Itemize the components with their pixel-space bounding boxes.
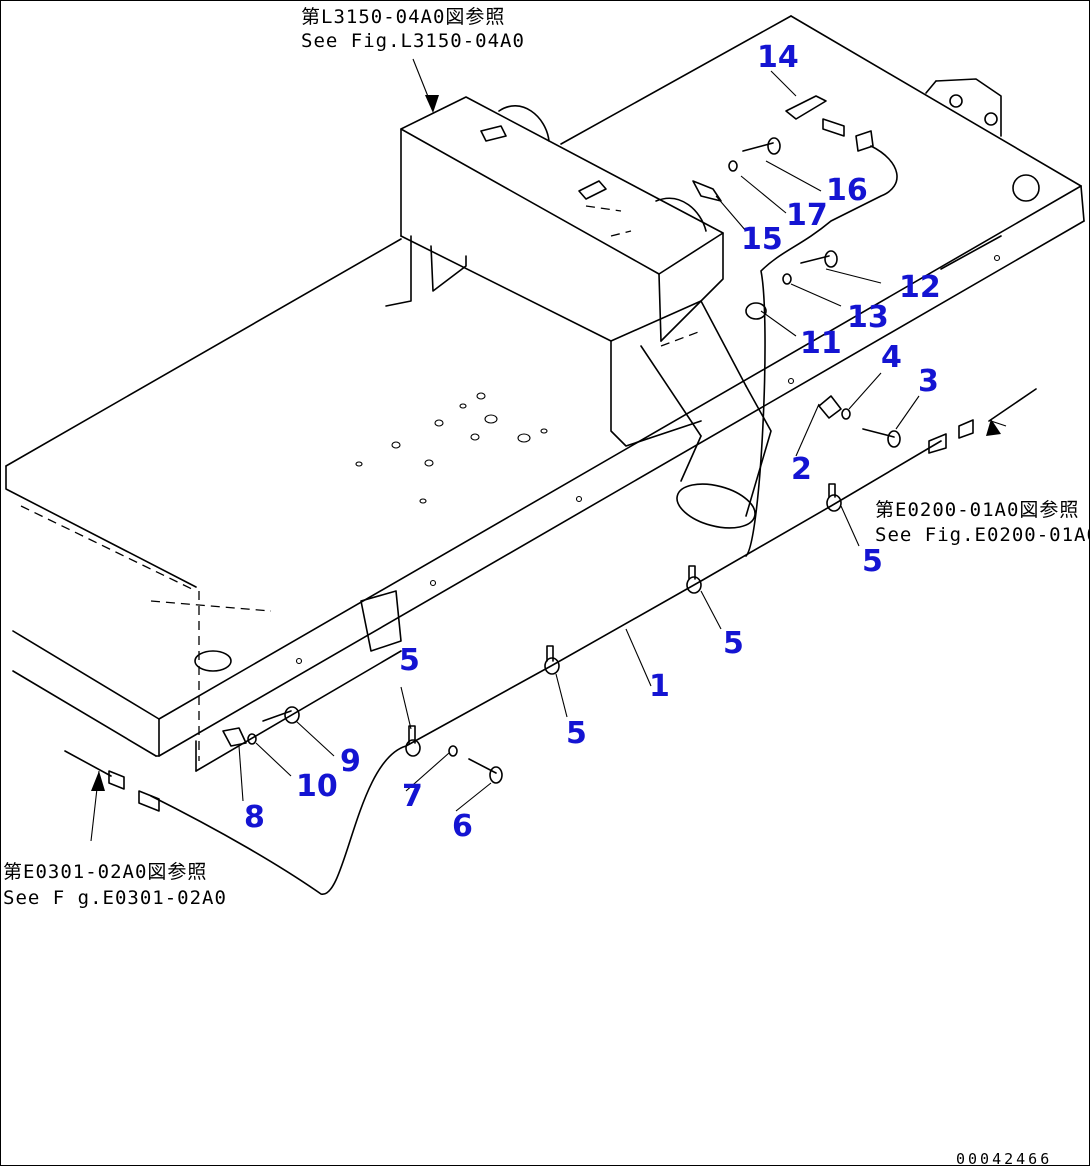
callout-9: 9 [340, 744, 361, 779]
callout-1: 1 [649, 669, 670, 704]
callout-10: 10 [296, 769, 338, 804]
drawing-code: 00042466 [956, 1150, 1052, 1167]
ref-l3150-jp: 第L3150-04A0図参照 [301, 6, 505, 28]
callout-13: 13 [847, 300, 889, 335]
deck-holes [355, 392, 548, 504]
ref-e0301-en: See F g.E0301-02A0 [3, 887, 227, 909]
callout-5d: 5 [399, 643, 420, 678]
callout-5a: 5 [862, 544, 883, 579]
callout-15: 15 [741, 222, 783, 257]
fasteners [222, 95, 901, 784]
callout-17: 17 [786, 198, 828, 233]
callout-16: 16 [826, 173, 868, 208]
leader-lines [90, 58, 1007, 842]
callout-3: 3 [918, 364, 939, 399]
callout-6: 6 [452, 809, 473, 844]
ref-e0200-en: See Fig.E0200-01A0 [875, 524, 1090, 546]
callout-12: 12 [899, 270, 941, 305]
callout-8: 8 [244, 800, 265, 835]
ref-l3150-en: See Fig.L3150-04A0 [301, 30, 525, 52]
ref-e0200-jp: 第E0200-01A0図参照 [875, 499, 1079, 521]
callout-numbers: 1 2 3 4 5 5 5 5 6 7 8 9 10 11 12 13 14 1… [244, 40, 941, 844]
callout-14: 14 [757, 40, 799, 75]
intake-box [385, 96, 772, 529]
ref-e0301-jp: 第E0301-02A0図参照 [3, 861, 207, 883]
callout-5c: 5 [566, 716, 587, 751]
callout-2: 2 [791, 452, 812, 487]
wiring-harness [64, 118, 1037, 895]
callout-7: 7 [402, 779, 423, 814]
reference-notes: 第L3150-04A0図参照 See Fig.L3150-04A0 第E0200… [3, 6, 1090, 1167]
callout-5b: 5 [723, 626, 744, 661]
callout-4: 4 [881, 340, 902, 375]
callout-11: 11 [800, 326, 842, 361]
